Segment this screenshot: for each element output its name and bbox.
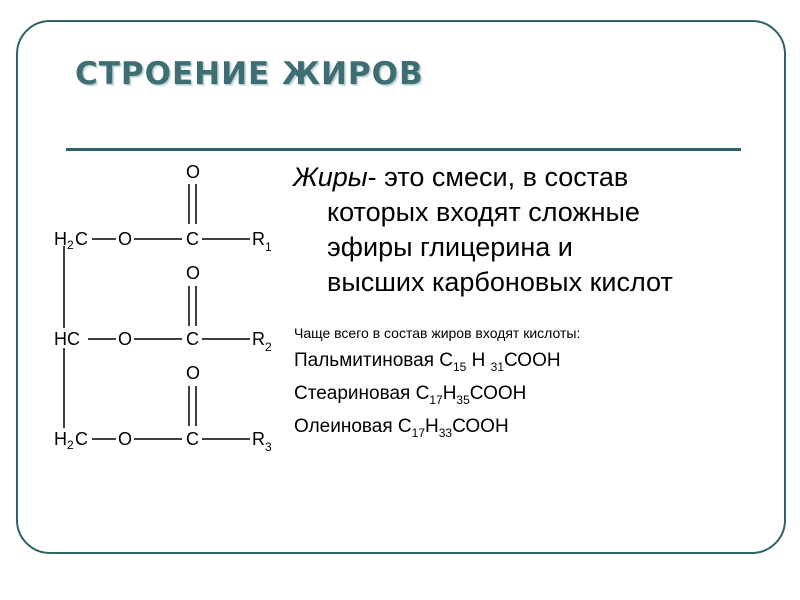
radical-r: R	[252, 329, 265, 349]
radical-subscript: 2	[265, 340, 272, 354]
definition-line-2: которых входят сложные	[327, 197, 640, 227]
carbonyl-oxygen: O	[186, 162, 200, 182]
triglyceride-formula: O H 2 C O C R 1 O HC O C R 2 O H 2 C O C…	[54, 162, 272, 454]
ester-oxygen: O	[118, 329, 132, 349]
carbonyl-oxygen: O	[186, 363, 200, 383]
definition-line-1: - это смеси, в состав	[367, 162, 629, 192]
fats-definition: Жиры- это смеси, в состав которых входят …	[293, 160, 773, 300]
acid-oleic: Олеиновая С17Н33СООН	[294, 416, 509, 440]
acid-stearic: Стеариновая С17Н35СООН	[294, 383, 527, 407]
definition-line-3: эфиры глицерина и	[327, 232, 573, 262]
slide-title: СТРОЕНИЕ ЖИРОВ	[75, 56, 424, 92]
radical-r: R	[252, 429, 265, 449]
ch2-h: H	[54, 229, 67, 249]
carbonyl-carbon: C	[186, 229, 199, 249]
ester-oxygen: O	[118, 429, 132, 449]
ch2-c: C	[75, 229, 88, 249]
radical-subscript: 3	[265, 440, 272, 454]
acids-note: Чаще всего в состав жиров входят кислоты…	[294, 325, 581, 341]
ch2-h: H	[54, 429, 67, 449]
ch2-subscript: 2	[67, 238, 74, 252]
radical-subscript: 1	[265, 240, 272, 254]
acid-palmitic: Пальмитиновая С15 Н 31СООН	[294, 350, 561, 374]
definition-term: Жиры	[293, 162, 368, 192]
ch-group: HC	[54, 329, 80, 349]
ch2-c: C	[75, 429, 88, 449]
definition-line-4: высших карбоновых кислот	[327, 267, 673, 297]
carbonyl-carbon: C	[186, 329, 199, 349]
carbonyl-carbon: C	[186, 429, 199, 449]
ester-oxygen: O	[118, 229, 132, 249]
ch2-subscript: 2	[67, 438, 74, 452]
carbonyl-oxygen: O	[186, 263, 200, 283]
title-divider	[66, 148, 741, 151]
radical-r: R	[252, 229, 265, 249]
slide-frame	[16, 20, 786, 554]
